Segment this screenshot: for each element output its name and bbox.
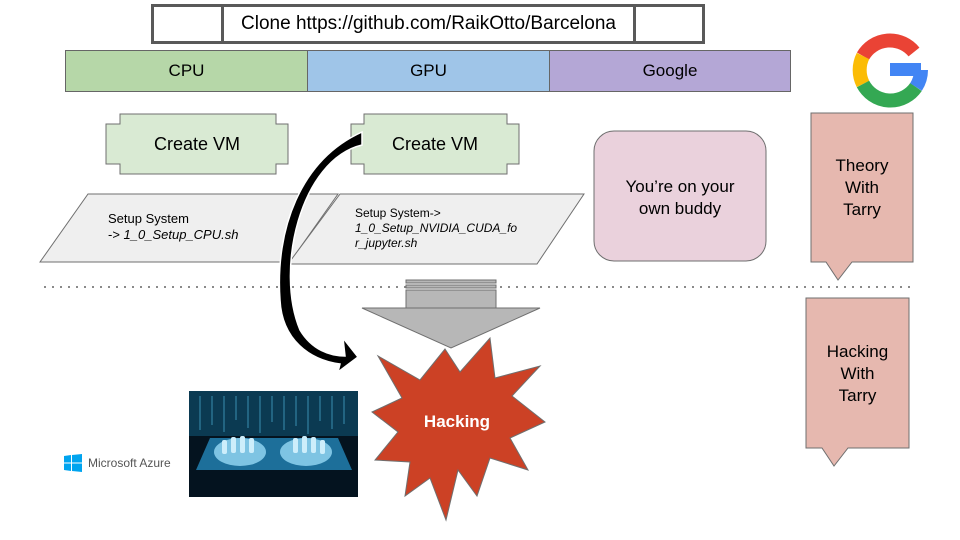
theory-callout	[810, 112, 914, 281]
cpu-create-vm-box	[105, 113, 289, 175]
theory-with-tarry-text: Theory With Tarry	[811, 155, 913, 221]
hacking-star-label: Hacking	[423, 412, 491, 431]
cpu-setup-text: Setup System -> 1_0_Setup_CPU.sh	[108, 211, 308, 243]
own-buddy-box	[593, 130, 767, 262]
gpu-create-vm-label: Create VM	[391, 134, 479, 154]
hacker-keyboard-image	[189, 391, 358, 497]
own-buddy-line2: own buddy	[638, 199, 722, 218]
cpu-setup-script: 1_0_Setup_CPU.sh	[123, 227, 239, 242]
column-google: Google	[549, 50, 791, 92]
clone-bar-right-cell	[633, 7, 702, 41]
clone-instruction: Clone https://github.com/RaikOtto/Barcel…	[241, 13, 616, 34]
gpu-create-vm-box	[350, 113, 520, 175]
gpu-setup-line1: Setup System->	[355, 206, 441, 220]
hacking-tarry-line1: Hacking	[826, 342, 889, 361]
cpu-setup-line1: Setup System	[108, 211, 189, 226]
gpu-setup-box	[287, 193, 585, 265]
windows-icon	[64, 454, 82, 472]
cpu-setup-line2: -> 1_0_Setup_CPU.sh	[108, 227, 308, 243]
azure-label: Microsoft Azure	[88, 456, 171, 470]
hacking-tarry-line3: Tarry	[838, 386, 877, 405]
own-buddy-text: You’re on your own buddy	[594, 176, 766, 220]
gpu-setup-script-line1: 1_0_Setup_NVIDIA_CUDA_fo	[355, 221, 518, 235]
gpu-setup-text: Setup System-> 1_0_Setup_NVIDIA_CUDA_fo …	[355, 206, 555, 251]
theory-line3: Tarry	[843, 200, 881, 219]
microsoft-azure-logo: Microsoft Azure	[64, 453, 184, 473]
clone-bar-left-cell	[154, 7, 224, 41]
theory-line1: Theory	[835, 156, 889, 175]
hacking-with-tarry-text: Hacking With Tarry	[806, 341, 909, 407]
clone-bar: Clone https://github.com/RaikOtto/Barcel…	[151, 4, 705, 44]
hacking-tarry-line2: With	[840, 364, 875, 383]
hacking-star	[371, 336, 546, 522]
cpu-create-vm-label: Create VM	[153, 134, 241, 154]
cpu-setup-arrow: ->	[108, 227, 124, 242]
down-arrow	[361, 279, 541, 349]
own-buddy-line1: You’re on your	[625, 177, 735, 196]
hacking-callout	[805, 297, 910, 467]
gpu-setup-script-line2: r_jupyter.sh	[355, 236, 418, 250]
column-cpu: CPU	[65, 50, 308, 92]
theory-line2: With	[845, 178, 879, 197]
curved-arrow	[278, 130, 363, 374]
google-logo-icon	[852, 33, 928, 108]
column-gpu: GPU	[307, 50, 550, 92]
